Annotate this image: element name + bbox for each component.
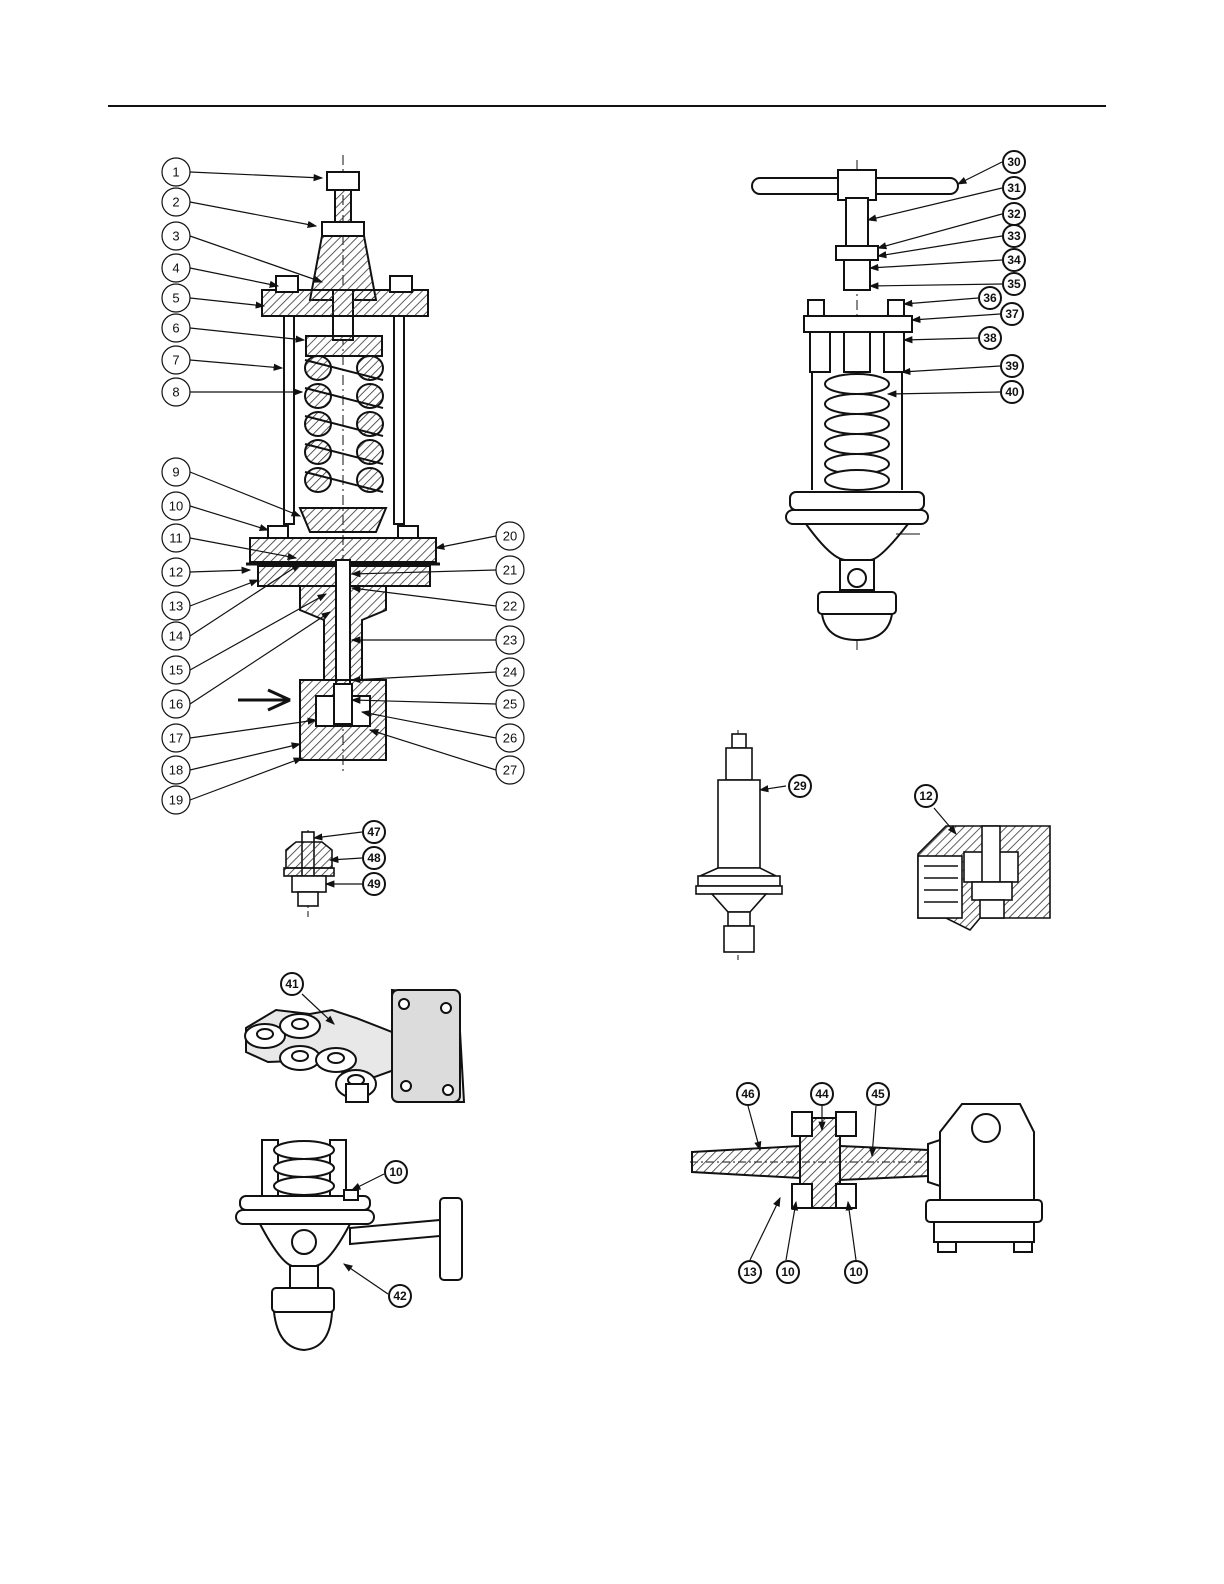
callout-number: 22 (503, 599, 517, 614)
callout-number: 10 (849, 1265, 863, 1279)
callout-number: 37 (1005, 307, 1019, 321)
cap-callout-circles: 29 (789, 775, 811, 797)
cap-callouts (760, 786, 786, 790)
callout-number: 20 (503, 529, 517, 544)
bracket-drawing (245, 990, 464, 1102)
callout-number: 48 (367, 851, 381, 865)
handwheel-callout-circles: 30 31 32 33 34 35 36 37 38 39 40 (979, 151, 1025, 403)
callout-number: 2 (172, 195, 179, 210)
callout-number: 35 (1007, 277, 1021, 291)
callout-number: 13 (169, 599, 183, 614)
callout-number: 9 (172, 465, 179, 480)
callout-number: 38 (983, 331, 997, 345)
callout-number: 30 (1007, 155, 1021, 169)
callout-number: 46 (741, 1087, 755, 1101)
callout-number: 10 (389, 1165, 403, 1179)
callout-number: 21 (503, 563, 517, 578)
callout-number: 40 (1005, 385, 1019, 399)
callout-number: 5 (172, 291, 179, 306)
callout-number: 25 (503, 697, 517, 712)
callout-number: 27 (503, 763, 517, 778)
callout-number: 15 (169, 663, 183, 678)
callout-number: 42 (393, 1289, 407, 1303)
mounted-valve-drawing (236, 1140, 462, 1350)
union-connection-drawing (690, 1104, 1042, 1252)
callout-number: 18 (169, 763, 183, 778)
callout-number: 47 (367, 825, 381, 839)
callout-number: 4 (172, 261, 179, 276)
callout-number: 10 (169, 499, 183, 514)
callout-number: 45 (871, 1087, 885, 1101)
handwheel-valve-drawing (752, 160, 958, 650)
bracket-callout-circles: 41 (281, 973, 303, 995)
callout-number: 12 (169, 565, 183, 580)
callout-number: 12 (919, 789, 933, 803)
cap-variant-drawing (696, 730, 782, 960)
callout-number: 1 (172, 165, 179, 180)
callout-number: 11 (169, 531, 183, 546)
seat-callout-circles: 12 (915, 785, 937, 807)
callout-number: 41 (285, 977, 299, 991)
callout-number: 31 (1007, 181, 1021, 195)
callout-number: 10 (781, 1265, 795, 1279)
callout-number: 14 (169, 629, 183, 644)
callout-number: 3 (172, 229, 179, 244)
callout-number: 36 (983, 291, 997, 305)
callout-number: 6 (172, 321, 179, 336)
pilot-detail-drawing (284, 830, 334, 920)
callout-number: 34 (1007, 253, 1021, 267)
callout-number: 24 (503, 665, 517, 680)
callout-number: 17 (169, 731, 183, 746)
main-valve-drawing (238, 155, 440, 775)
callout-number: 8 (172, 385, 179, 400)
callout-number: 7 (172, 353, 179, 368)
seat-detail-drawing (918, 826, 1050, 930)
callout-number: 13 (743, 1265, 757, 1279)
callout-number: 19 (169, 793, 183, 808)
callout-number: 16 (169, 697, 183, 712)
callout-number: 39 (1005, 359, 1019, 373)
callout-number: 32 (1007, 207, 1021, 221)
pilot-callout-circles: 47 48 49 (363, 821, 385, 895)
callout-number: 26 (503, 731, 517, 746)
callout-number: 33 (1007, 229, 1021, 243)
callout-number: 44 (815, 1087, 829, 1101)
callout-number: 29 (793, 779, 807, 793)
callout-number: 49 (367, 877, 381, 891)
callout-number: 23 (503, 633, 517, 648)
